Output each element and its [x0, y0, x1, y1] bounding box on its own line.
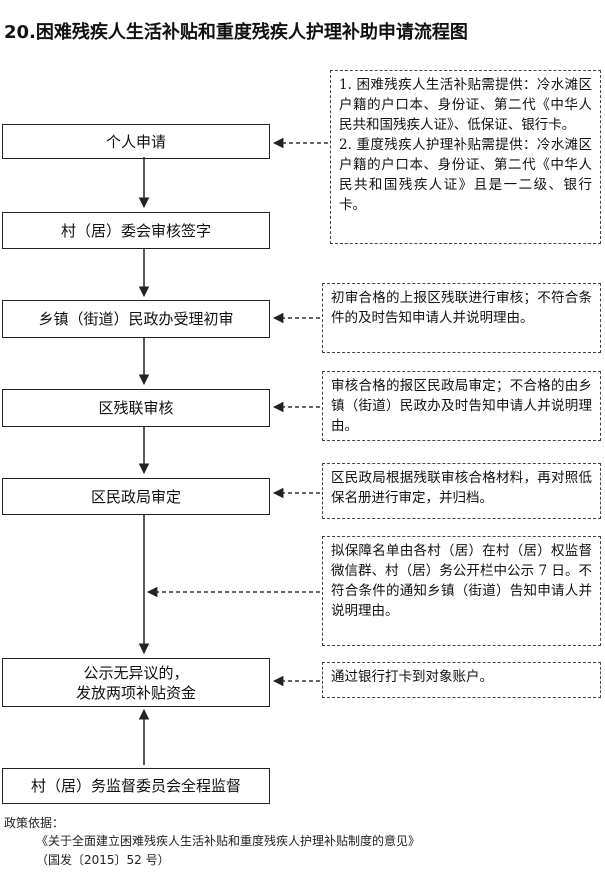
note-preliminary-review: 初审合格的上报区残联进行审核；不符合条件的及时告知申请人并说明理由。 — [322, 283, 601, 353]
step-township-civil-affairs-review: 乡镇（街道）民政办受理初审 — [2, 300, 270, 338]
step-district-civil-affairs-approval: 区民政局审定 — [2, 478, 270, 515]
note-approval: 区民政局根据残联审核合格材料，再对照低保名册进行审定，并归档。 — [322, 463, 601, 519]
policy-basis-label: 政策依据： — [4, 816, 65, 830]
step-personal-application: 个人申请 — [2, 124, 270, 159]
policy-document-title: 《关于全面建立困难残疾人生活补贴和重度残疾人护理补贴制度的意见》 — [36, 834, 421, 848]
note-required-documents: 1. 困难残疾人生活补贴需提供：冷水滩区户籍的户口本、身份证、第二代《中华人民共… — [330, 70, 601, 244]
step-publicity-and-payment: 公示无异议的， 发放两项补贴资金 — [2, 658, 270, 707]
step-village-supervision: 村（居）务监督委员会全程监督 — [2, 768, 270, 804]
note-bank-payment: 通过银行打卡到对象账户。 — [322, 662, 601, 698]
note-federation-review: 审核合格的报区民政局审定；不合格的由乡镇（街道）民政办及时告知申请人并说明理由。 — [322, 371, 601, 441]
note-publicity: 拟保障名单由各村（居）在村（居）权监督微信群、村（居）务公开栏中公示 7 日。不… — [322, 536, 601, 646]
step-district-disabled-federation-review: 区残联审核 — [2, 389, 270, 427]
step-village-committee-review: 村（居）委会审核签字 — [2, 212, 270, 249]
page-title: 20.困难残疾人生活补贴和重度残疾人护理补助申请流程图 — [4, 22, 468, 43]
policy-document-number: （国发〔2015〕52 号） — [36, 853, 170, 867]
